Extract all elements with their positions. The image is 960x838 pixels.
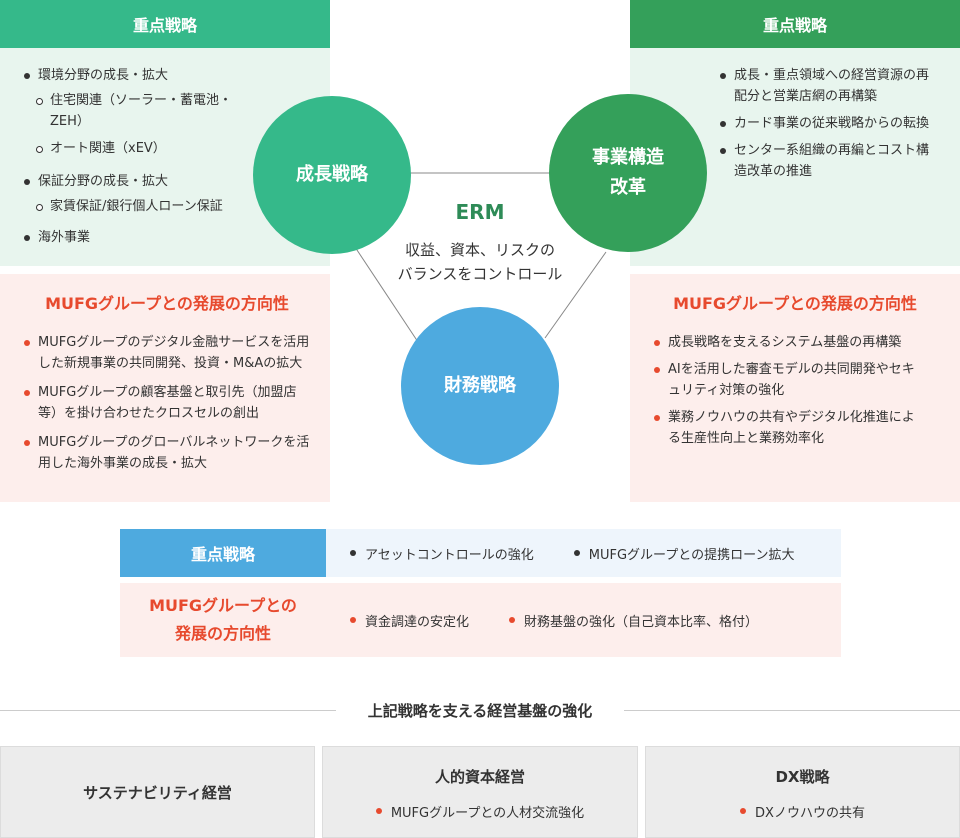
finance-direction-label-line2: 発展の方向性	[174, 624, 271, 643]
foundation-divider-right	[624, 710, 960, 711]
restructure-circle: 事業構造 改革	[549, 94, 707, 252]
finance-strategy-label: 財務戦略	[444, 375, 516, 396]
list-item: 成長戦略を支えるシステム基盤の再構築	[652, 332, 922, 353]
finance-strategy-circle: 財務戦略	[401, 307, 559, 465]
list-item: 保証分野の成長・拡大	[22, 171, 330, 192]
right-focus-header: 重点戦略	[630, 0, 960, 48]
list-item: 業務ノウハウの共有やデジタル化推進による生産性向上と業務効率化	[652, 407, 922, 449]
bullet-dot	[573, 550, 580, 556]
left-direction-title: MUFGグループとの発展の方向性	[45, 294, 289, 313]
finance-direction-item: 財務基盤の強化（自己資本比率、格付）	[509, 611, 758, 630]
erm-title: ERM	[455, 200, 505, 224]
right-direction-panel: MUFGグループとの発展の方向性 成長戦略を支えるシステム基盤の再構築 AIを活…	[630, 274, 960, 502]
list-item: 家賃保証/銀行個人ローン保証	[22, 196, 330, 217]
list-item: カード事業の従来戦略からの転換	[718, 113, 940, 134]
left-direction-panel: MUFGグループとの発展の方向性 MUFGグループのデジタル金融サービスを活用し…	[0, 274, 330, 502]
left-direction-list: MUFGグループのデジタル金融サービスを活用した新規事業の共同開発、投資・M&A…	[22, 332, 314, 474]
finance-focus-label-text: 重点戦略	[190, 545, 255, 564]
right-direction-list: 成長戦略を支えるシステム基盤の再構築 AIを活用した審査モデルの共同開発やセキュ…	[652, 332, 922, 449]
foundation-box-title: DX戦略	[775, 768, 830, 786]
list-item: MUFGグループのグローバルネットワークを活用した海外事業の成長・拡大	[22, 432, 314, 474]
erm-description-line2: バランスをコントロール	[397, 265, 563, 283]
finance-direction-panel: MUFGグループとの 発展の方向性 資金調達の安定化 財務基盤の強化（自己資本比…	[120, 583, 841, 657]
foundation-box-title: サステナビリティ経営	[83, 783, 232, 802]
list-item: オート関連（xEV）	[22, 138, 330, 159]
bullet-dot	[350, 550, 356, 556]
erm-description-line1: 収益、資本、リスクの	[404, 241, 555, 259]
list-item: 住宅関連（ソーラー・蓄電池・ZEH）	[22, 90, 240, 132]
restructure-label-line1: 事業構造	[592, 147, 664, 168]
foundation-box-item-row: DXノウハウの共有	[646, 799, 959, 821]
finance-direction-items: 資金調達の安定化 財務基盤の強化（自己資本比率、格付）	[350, 583, 758, 657]
finance-focus-panel: アセットコントロールの強化 MUFGグループとの提携ローン拡大	[326, 529, 841, 577]
right-focus-header-label: 重点戦略	[762, 16, 827, 35]
left-focus-header: 重点戦略	[0, 0, 330, 48]
foundation-title: 上記戦略を支える経営基盤の強化	[367, 702, 593, 720]
list-item: 成長・重点領域への経営資源の再配分と営業店網の再構築	[718, 65, 940, 107]
growth-strategy-label: 成長戦略	[296, 164, 368, 185]
foundation-divider-left	[0, 710, 336, 711]
list-item: MUFGグループの顧客基盤と取引先（加盟店等）を掛け合わせたクロスセルの創出	[22, 382, 314, 424]
list-item: MUFGグループのデジタル金融サービスを活用した新規事業の共同開発、投資・M&A…	[22, 332, 314, 374]
list-item: 環境分野の成長・拡大	[22, 65, 330, 86]
left-focus-header-label: 重点戦略	[132, 16, 197, 35]
erm-description: 収益、資本、リスクの バランスをコントロール	[360, 238, 600, 286]
left-focus-list: 環境分野の成長・拡大 住宅関連（ソーラー・蓄電池・ZEH） オート関連（xEV）…	[22, 65, 330, 248]
list-item: 海外事業	[22, 227, 330, 248]
right-direction-title: MUFGグループとの発展の方向性	[673, 294, 917, 313]
bullet-dot	[509, 617, 516, 623]
foundation-box-item: MUFGグループとの人材交流強化	[375, 802, 584, 821]
list-item: センター系組織の再編とコスト構造改革の推進	[718, 140, 940, 182]
restructure-label-line2: 改革	[610, 177, 646, 198]
restructure-label: 事業構造 改革	[592, 143, 664, 203]
foundation-box-item-row: MUFGグループとの人材交流強化	[323, 799, 637, 821]
list-item: AIを活用した審査モデルの共同開発やセキュリティ対策の強化	[652, 359, 922, 401]
finance-focus-item: MUFGグループとの提携ローン拡大	[573, 544, 794, 563]
foundation-box-item: DXノウハウの共有	[740, 802, 865, 821]
foundation-box-human-capital: 人的資本経営 MUFGグループとの人材交流強化	[322, 746, 638, 838]
foundation-box-dx: DX戦略 DXノウハウの共有	[645, 746, 960, 838]
finance-focus-item: アセットコントロールの強化	[350, 544, 534, 563]
finance-direction-label: MUFGグループとの 発展の方向性	[120, 583, 326, 657]
bullet-dot	[350, 617, 356, 623]
foundation-box-title: 人的資本経営	[434, 768, 525, 786]
foundation-box-sustainability: サステナビリティ経営	[0, 746, 315, 838]
growth-strategy-circle: 成長戦略	[253, 96, 411, 254]
bullet-dot	[375, 808, 382, 814]
right-focus-list: 成長・重点領域への経営資源の再配分と営業店網の再構築 カード事業の従来戦略からの…	[718, 65, 940, 182]
finance-direction-item: 資金調達の安定化	[350, 611, 469, 630]
bullet-dot	[740, 808, 747, 814]
finance-focus-label: 重点戦略	[120, 529, 326, 577]
finance-direction-label-line1: MUFGグループとの	[149, 596, 297, 615]
